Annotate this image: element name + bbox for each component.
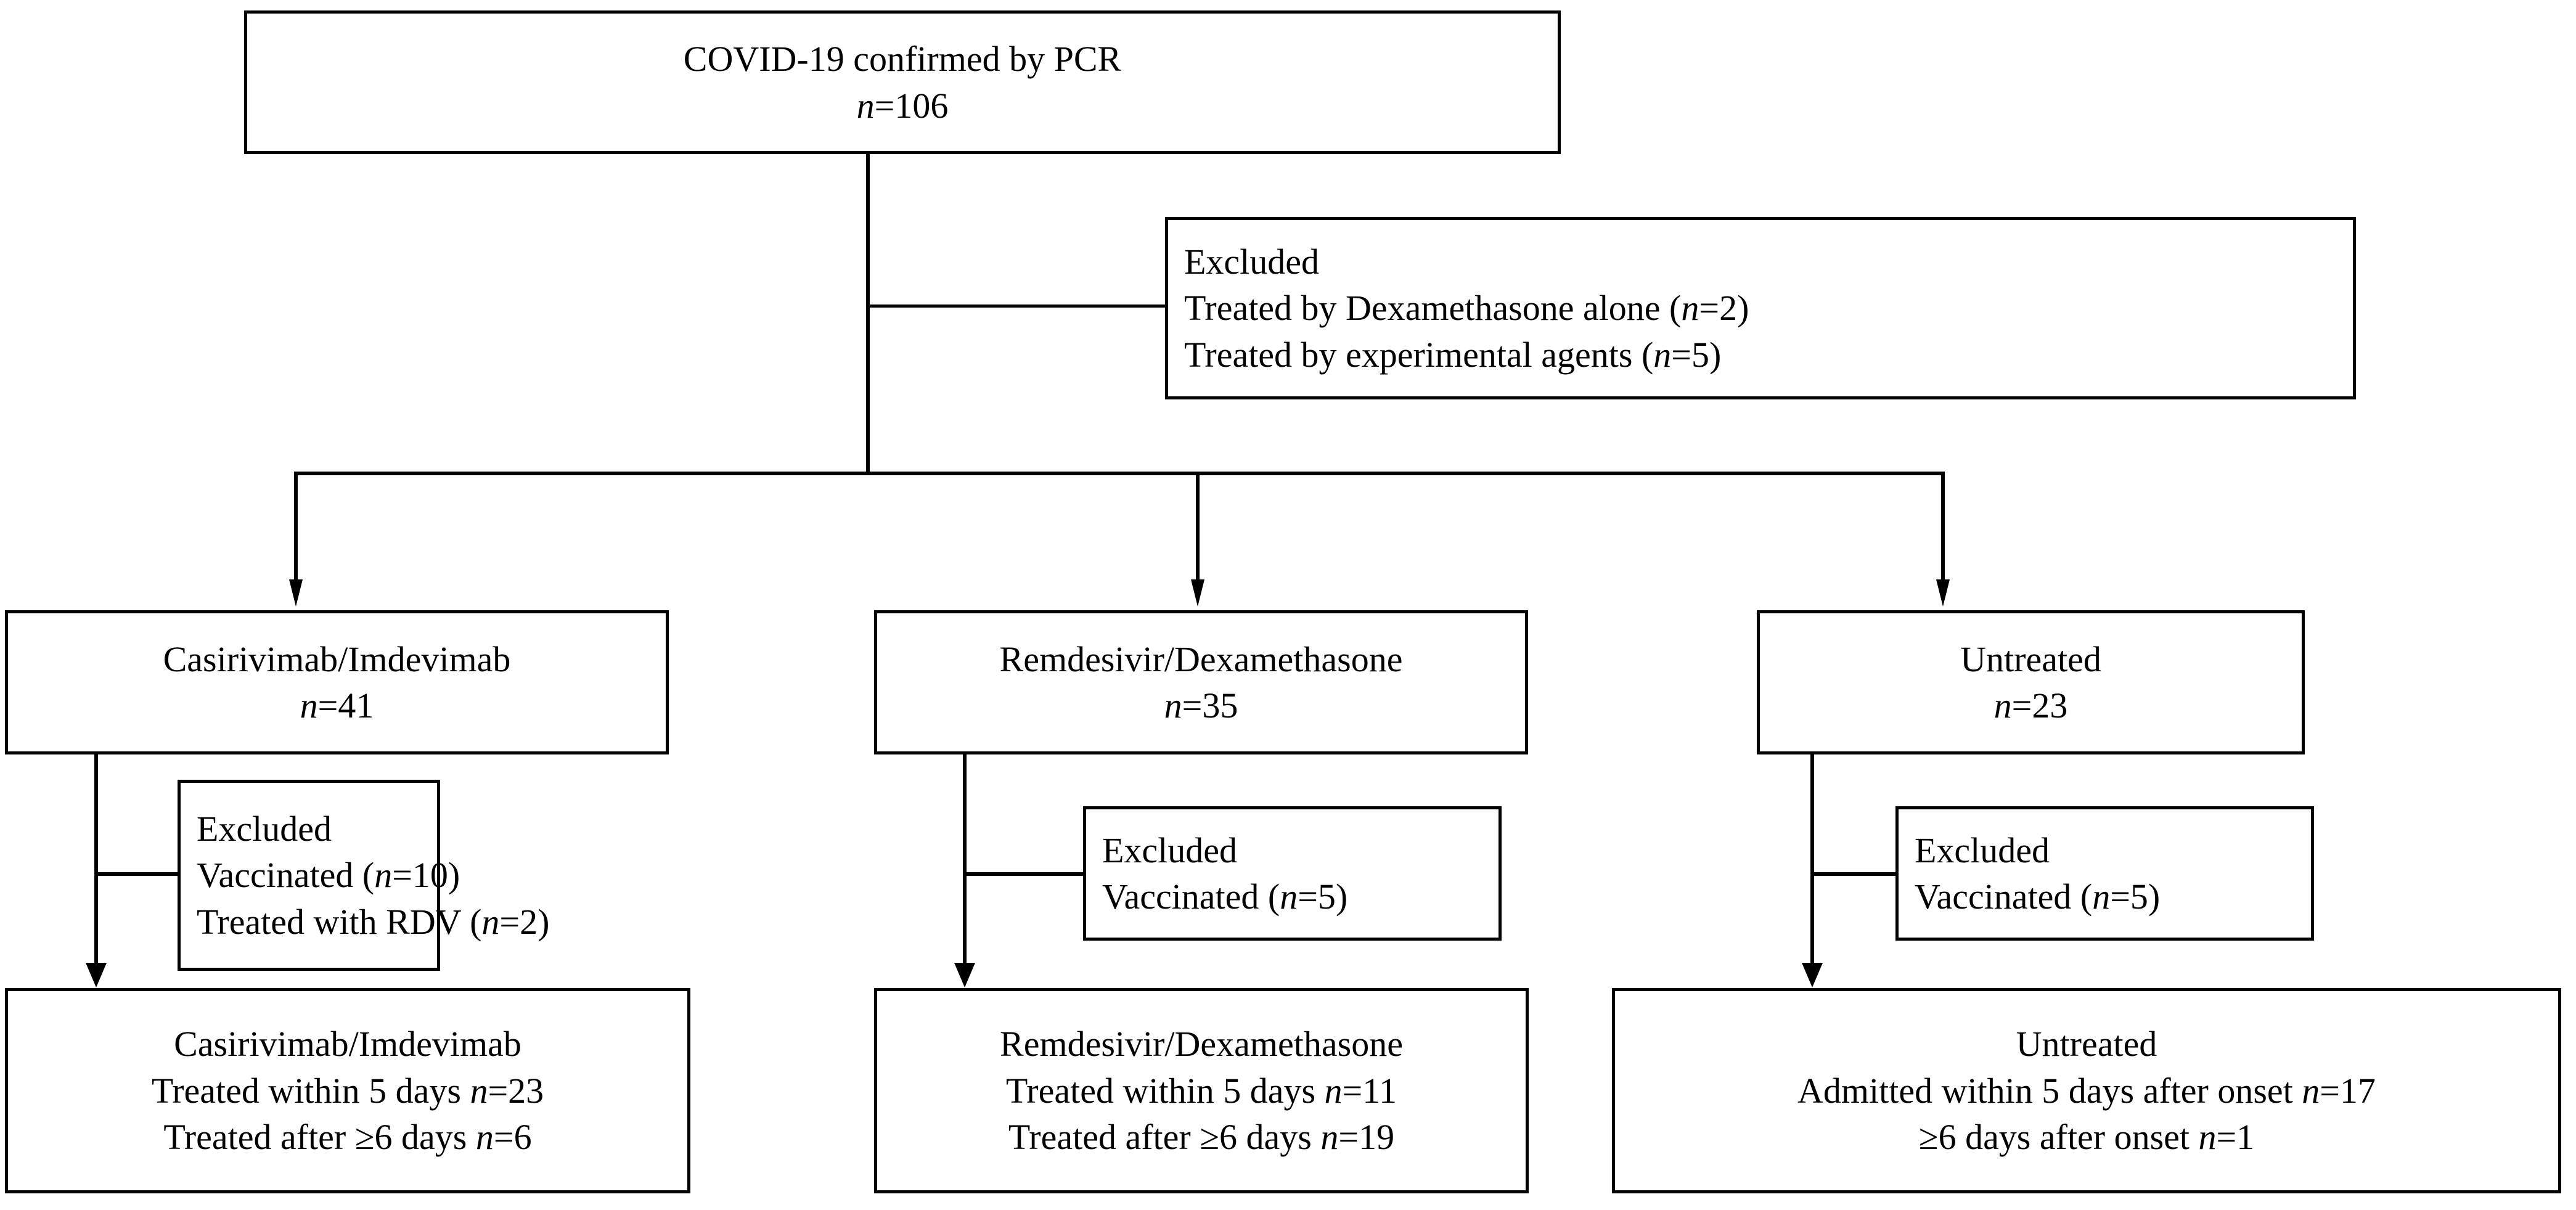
- final2-title: Remdesivir/Dexamethasone: [1000, 1024, 1403, 1065]
- final3-after-6-days: ≥6 days after onset n=1: [1918, 1117, 2255, 1158]
- arm1-title: Casirivimab/Imdevimab: [163, 639, 511, 679]
- connector-arm3-to-excluded: [1810, 872, 1899, 876]
- node-excluded-arm1: Excluded Vaccinated (n=10) Treated with …: [178, 780, 549, 971]
- excluded-top-title: Excluded: [1184, 241, 1320, 282]
- node-arm-casirivimab-imdevimab: Casirivimab/Imdevimab n=41: [5, 610, 669, 754]
- connector-split-right: [1941, 472, 1945, 581]
- excluded-arm1-vaccinated: Vaccinated (n=10): [197, 855, 460, 896]
- arrow-arm3-to-final: [1802, 963, 1823, 987]
- excluded-arm2-title: Excluded: [1102, 830, 1238, 870]
- arrow-arm1-to-final: [86, 963, 107, 987]
- arm2-count: n=35: [1164, 685, 1238, 726]
- source-n-value: =106: [874, 85, 949, 126]
- arm2-title: Remdesivir/Dexamethasone: [999, 639, 1403, 679]
- excluded-arm2-vaccinated: Vaccinated (n=5): [1102, 877, 1348, 917]
- connector-split-mid: [1196, 472, 1200, 581]
- final1-title: Casirivimab/Imdevimab: [174, 1024, 521, 1065]
- source-title: COVID-19 confirmed by PCR: [683, 39, 1122, 80]
- excluded-top-reason-experimental: Treated by experimental agents (n=5): [1184, 334, 1722, 375]
- arrow-to-arm2: [1191, 579, 1204, 607]
- connector-split-left: [294, 472, 298, 581]
- final2-within-5-days: Treated within 5 days n=11: [1005, 1070, 1397, 1111]
- connector-arm1-trunk: [94, 754, 98, 964]
- source-count: n=106: [857, 83, 949, 129]
- arm3-count: n=23: [1993, 685, 2068, 726]
- excluded-top-reason-dexamethasone: Treated by Dexamethasone alone (n=2): [1184, 288, 1749, 329]
- excluded-arm1-rdv: Treated with RDV (n=2): [197, 901, 550, 942]
- node-source-cohort: COVID-19 confirmed by PCR n=106: [244, 10, 1561, 154]
- excluded-arm3-vaccinated: Vaccinated (n=5): [1915, 877, 2161, 917]
- final3-title: Untreated: [2016, 1024, 2157, 1065]
- node-arm-remdesivir-dexamethasone: Remdesivir/Dexamethasone n=35: [874, 610, 1528, 754]
- connector-source-trunk: [866, 154, 870, 475]
- node-final-untreated: Untreated Admitted within 5 days after o…: [1612, 988, 2561, 1193]
- node-arm-untreated: Untreated n=23: [1757, 610, 2305, 754]
- connector-to-excluded-top: [866, 305, 1166, 308]
- node-excluded-top: Excluded Treated by Dexamethasone alone …: [1165, 217, 2356, 399]
- final3-within-5-days: Admitted within 5 days after onset n=17: [1797, 1070, 2376, 1111]
- connector-arm2-to-excluded: [963, 872, 1086, 876]
- node-final-casirivimab-imdevimab: Casirivimab/Imdevimab Treated within 5 d…: [5, 988, 690, 1193]
- node-excluded-arm2: Excluded Vaccinated (n=5): [1083, 806, 1502, 941]
- connector-arm3-trunk: [1810, 754, 1814, 964]
- excluded-arm3-title: Excluded: [1915, 830, 2050, 870]
- arm3-title: Untreated: [1960, 639, 2101, 679]
- node-final-remdesivir-dexamethasone: Remdesivir/Dexamethasone Treated within …: [874, 988, 1529, 1193]
- node-excluded-arm3: Excluded Vaccinated (n=5): [1895, 806, 2314, 941]
- arrow-to-arm3: [1936, 579, 1950, 607]
- final1-after-6-days: Treated after ≥6 days n=6: [163, 1117, 532, 1158]
- connector-arm2-trunk: [963, 754, 967, 964]
- connector-split-bar: [294, 472, 1945, 475]
- source-n-symbol: n: [856, 85, 875, 126]
- arm1-count: n=41: [300, 685, 374, 726]
- excluded-arm1-title: Excluded: [197, 808, 332, 849]
- connector-arm1-to-excluded: [94, 872, 178, 876]
- arrow-arm2-to-final: [954, 963, 975, 987]
- final1-within-5-days: Treated within 5 days n=23: [151, 1070, 544, 1111]
- final2-after-6-days: Treated after ≥6 days n=19: [1008, 1117, 1395, 1158]
- arrow-to-arm1: [289, 579, 303, 607]
